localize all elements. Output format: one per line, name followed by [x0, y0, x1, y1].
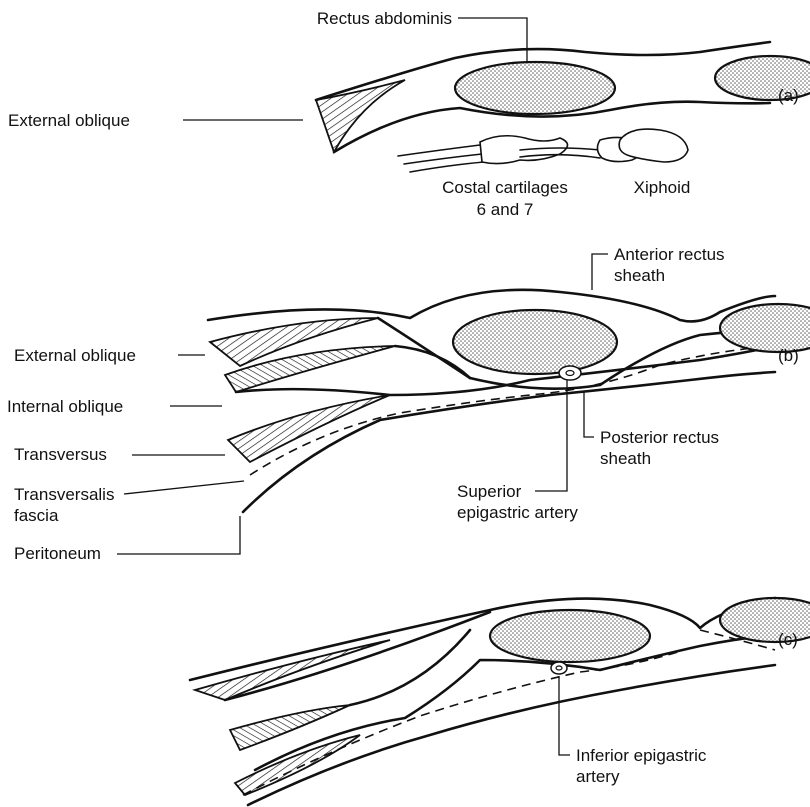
- peritoneum-line-c: [248, 665, 775, 805]
- label-costal-cartilages-1: Costal cartilages: [442, 178, 568, 197]
- label-costal-cartilages-2: 6 and 7: [477, 200, 534, 219]
- label-rectus-abdominis: Rectus abdominis: [317, 9, 452, 28]
- leader-inferior-epigastric: [559, 676, 570, 755]
- rectus-abdominis-muscle-c: [490, 610, 650, 662]
- label-superior-epigastric-2: epigastric artery: [457, 503, 578, 522]
- label-anterior-sheath-1: Anterior rectus: [614, 245, 725, 264]
- inferior-epigastric-artery-shape: [551, 662, 567, 674]
- label-external-oblique-a: External oblique: [8, 111, 130, 130]
- leader-posterior-sheath: [584, 392, 594, 437]
- rectus-abdominis-right-b: [720, 304, 810, 352]
- panel-b: Anterior rectus sheath External oblique …: [7, 245, 810, 563]
- panel-letter-b: (b): [778, 346, 799, 365]
- panel-c: Inferior epigastric artery (c): [190, 598, 810, 805]
- leader-transversalis-fascia: [124, 481, 244, 494]
- label-posterior-sheath-1: Posterior rectus: [600, 428, 719, 447]
- rectus-abdominis-muscle-b: [453, 310, 617, 374]
- superior-epigastric-artery-shape: [559, 366, 581, 380]
- label-anterior-sheath-2: sheath: [614, 266, 665, 285]
- label-transversalis-fascia-2: fascia: [14, 506, 59, 525]
- transversus-muscle-b: [228, 395, 390, 462]
- label-xiphoid: Xiphoid: [634, 178, 691, 197]
- leader-peritoneum: [117, 516, 240, 554]
- label-transversus: Transversus: [14, 445, 107, 464]
- costal-cartilages-shape: [398, 136, 644, 172]
- label-inferior-epigastric-2: artery: [576, 767, 620, 786]
- label-peritoneum: Peritoneum: [14, 544, 101, 563]
- label-transversalis-fascia-1: Transversalis: [14, 485, 114, 504]
- panel-a: Rectus abdominis External oblique Costal…: [8, 9, 810, 219]
- external-oblique-muscle-a: [316, 80, 405, 152]
- label-inferior-epigastric-1: Inferior epigastric: [576, 746, 707, 765]
- label-posterior-sheath-2: sheath: [600, 449, 651, 468]
- external-oblique-muscle-c: [195, 640, 390, 700]
- label-internal-oblique: Internal oblique: [7, 397, 123, 416]
- leader-anterior-sheath: [592, 254, 608, 290]
- label-external-oblique-b: External oblique: [14, 346, 136, 365]
- label-superior-epigastric-1: Superior: [457, 482, 522, 501]
- rectus-abdominis-muscle-a: [455, 62, 615, 114]
- panel-letter-a: (a): [778, 86, 799, 105]
- panel-letter-c: (c): [778, 630, 798, 649]
